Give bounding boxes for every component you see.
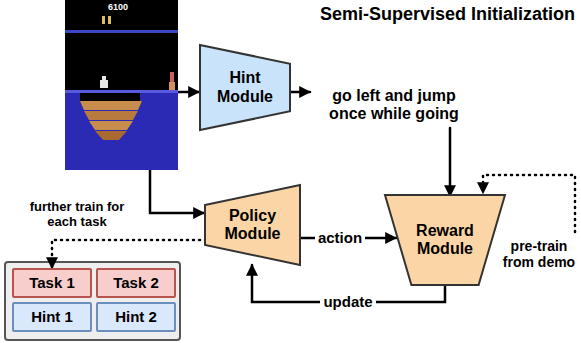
node-label: Task 1 [29, 274, 75, 291]
screenshot-to-hint-arrow [178, 91, 199, 94]
screenshot-to-policy-arrow [150, 170, 204, 213]
policy-module: Policy Module [205, 185, 300, 265]
node-label: Hint Module [206, 69, 284, 106]
edge-label: further train for each task [22, 200, 132, 230]
hint-module: Hint Module [200, 45, 290, 130]
node-text-block: Policy Module [205, 185, 300, 265]
hint-cell: Hint 2 [96, 302, 176, 332]
task-panel [5, 262, 180, 340]
hint-module-shape [200, 45, 290, 130]
hint-cell: Hint 1 [12, 302, 92, 332]
node-label: Hint 1 [31, 308, 73, 325]
connector-arrow [52, 240, 206, 268]
pretrain-label: pre-train from demo [500, 238, 578, 270]
game-score: 6100 [98, 2, 138, 12]
node-text-block: Hint 2 [98, 304, 174, 330]
node-label: Task 2 [113, 274, 159, 291]
node-text-block: Reward Module [385, 195, 505, 285]
edge-label: update [320, 293, 375, 310]
node-text-block: Task 2 [98, 270, 174, 296]
policy-module-shape [205, 185, 300, 265]
node-label: Policy Module [211, 207, 294, 244]
edge-label: action [315, 229, 365, 246]
node-label: Reward Module [391, 222, 499, 259]
node-text-block: go left and jump once while going [308, 80, 480, 130]
reward-module: Reward Module [385, 195, 505, 285]
node-text-block: Hint Module [200, 45, 290, 130]
node-label: Hint 2 [115, 308, 157, 325]
game-screenshot [65, 0, 178, 170]
node-text-block: Task 1 [14, 270, 90, 296]
connector-arrow [449, 128, 452, 196]
task-cell: Task 1 [12, 268, 92, 298]
node-text-block: Hint 1 [14, 304, 90, 330]
diagram-title: Semi-Supervised Initialization [320, 4, 575, 25]
node-label: go left and jump once while going [314, 87, 474, 124]
reward-module-shape [385, 195, 505, 285]
connector-arrow [290, 91, 310, 94]
hint-text: go left and jump once while going [308, 80, 480, 130]
task-cell: Task 2 [96, 268, 176, 298]
